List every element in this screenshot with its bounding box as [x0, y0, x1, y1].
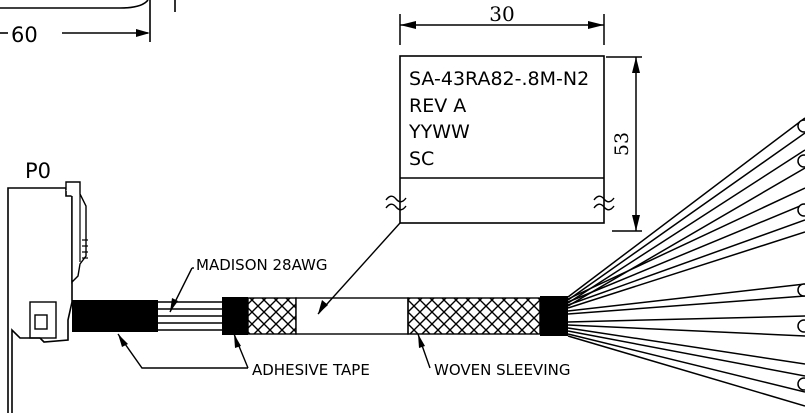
label-line-rev: REV A: [409, 95, 466, 117]
cable: [72, 296, 568, 336]
fanout-wires: [567, 117, 805, 407]
callout-tape-text: ADHESIVE TAPE: [252, 361, 370, 379]
callout-tape: [117, 333, 249, 369]
woven-sleeving-1: [247, 297, 297, 335]
label-leader: [317, 222, 401, 315]
wire-end-terminals: [797, 119, 805, 391]
dimension-30-label: 30: [489, 2, 514, 26]
callout-wire-text: MADISON 28AWG: [196, 256, 327, 274]
dimension-53: 53: [606, 56, 642, 232]
woven-sleeving-2: [407, 297, 541, 335]
exposed-wires: [158, 301, 222, 331]
callout-sleeving: WOVEN SLEEVING: [417, 333, 570, 379]
connector-name: P0: [25, 159, 51, 183]
label-line-part-number: SA-43RA82-.8M-N2: [409, 68, 589, 90]
callout-sleeving-text: WOVEN SLEEVING: [434, 361, 570, 379]
dimension-60: 60: [0, 0, 176, 47]
dimension-53-label: 53: [611, 132, 633, 156]
connector-p0: P0: [7, 159, 88, 413]
break-mark-right: [593, 195, 615, 211]
break-mark-left: [385, 195, 407, 211]
label-line-sc: SC: [409, 148, 434, 170]
label-line-date-code: YYWW: [408, 121, 470, 143]
label-block: SA-43RA82-.8M-N2 REV A YYWW SC: [385, 55, 615, 224]
dimension-60-label: 60: [11, 23, 38, 47]
adhesive-tape-band-1: [222, 297, 248, 335]
callout-wire: MADISON 28AWG: [169, 256, 327, 313]
adhesive-tape-band-2: [540, 296, 568, 336]
dimension-30: 30: [399, 2, 605, 45]
